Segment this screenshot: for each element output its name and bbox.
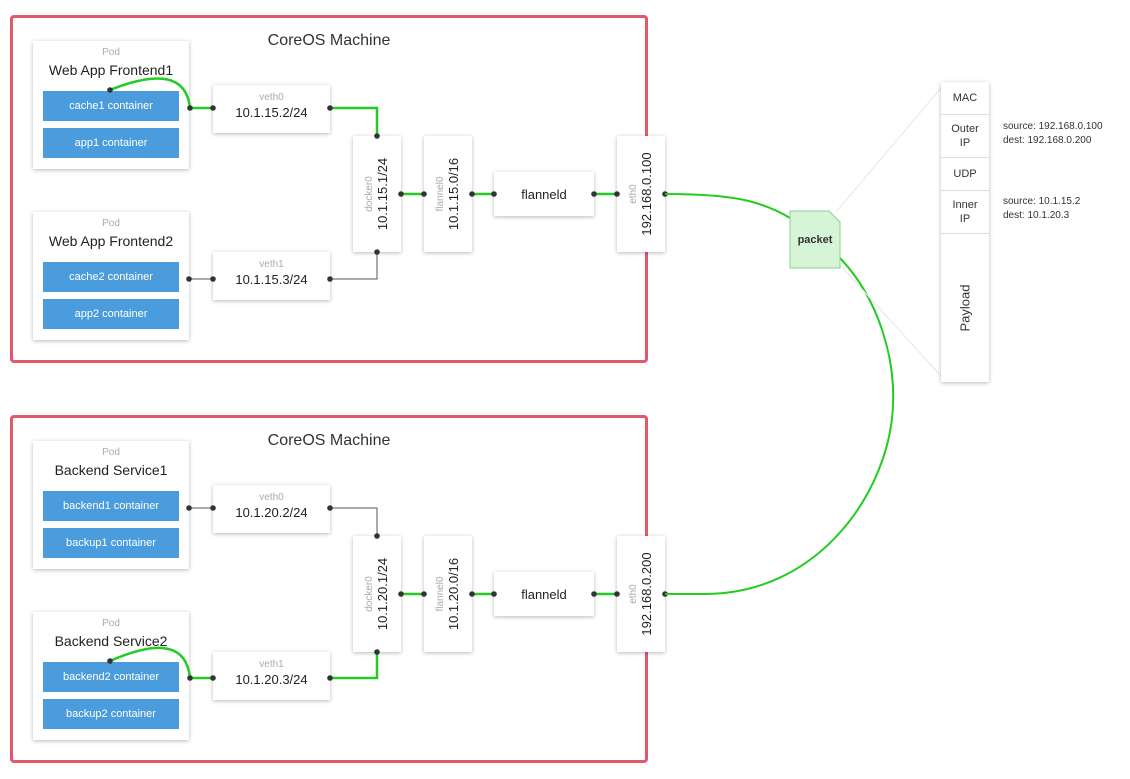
pod-web-app-frontend1[interactable]: Pod Web App Frontend1 cache1 container a… xyxy=(33,41,189,169)
pod-label: Pod xyxy=(102,618,120,629)
outer-dest: dest: 192.168.0.200 xyxy=(1003,135,1092,146)
veth-name: veth1 xyxy=(259,259,284,270)
flanneld-daemon[interactable]: flanneld xyxy=(494,572,594,616)
veth0-interface[interactable]: veth0 10.1.15.2/24 xyxy=(213,85,330,133)
header-payload: Payload xyxy=(957,284,973,332)
container-cache2[interactable]: cache2 container xyxy=(43,262,179,292)
pod-name: Web App Frontend1 xyxy=(48,62,174,78)
flanneld-label: flanneld xyxy=(521,186,567,202)
inner-source: source: 10.1.15.2 xyxy=(1003,196,1081,207)
veth-ip: 10.1.20.2/24 xyxy=(235,505,308,520)
packet-label: packet xyxy=(797,233,833,246)
container-app1[interactable]: app1 container xyxy=(43,128,179,158)
veth1-interface[interactable]: veth1 10.1.20.3/24 xyxy=(213,652,330,700)
header-mac: MAC xyxy=(941,82,989,115)
machine-title: CoreOS Machine xyxy=(267,432,391,449)
pod-label: Pod xyxy=(102,218,120,229)
pod-name: Backend Service1 xyxy=(54,462,168,478)
container-backup1[interactable]: backup1 container xyxy=(43,528,179,558)
veth-ip: 10.1.15.2/24 xyxy=(235,105,308,120)
container-backend2[interactable]: backend2 container xyxy=(43,662,179,692)
packet-icon xyxy=(789,210,841,269)
veth0-interface[interactable]: veth0 10.1.20.2/24 xyxy=(213,485,330,533)
veth-name: veth0 xyxy=(259,492,284,503)
container-backend1[interactable]: backend1 container xyxy=(43,491,179,521)
container-backup2[interactable]: backup2 container xyxy=(43,699,179,729)
veth1-interface[interactable]: veth1 10.1.15.3/24 xyxy=(213,252,330,300)
veth-name: veth0 xyxy=(259,92,284,103)
flanneld-daemon[interactable]: flanneld xyxy=(494,172,594,216)
container-app2[interactable]: app2 container xyxy=(43,299,179,329)
flanneld-label: flanneld xyxy=(521,586,567,602)
machine-title: CoreOS Machine xyxy=(267,32,391,49)
veth-ip: 10.1.20.3/24 xyxy=(235,672,308,687)
inner-ip-annotation: source: 10.1.15.2 dest: 10.1.20.3 xyxy=(1003,195,1080,223)
machine2-links xyxy=(107,505,668,681)
machine1-links xyxy=(107,77,668,282)
pod-backend-service1[interactable]: Pod Backend Service1 backend1 container … xyxy=(33,441,189,569)
outer-source: source: 192.168.0.100 xyxy=(1003,121,1103,132)
veth-ip: 10.1.15.3/24 xyxy=(235,272,308,287)
inner-dest: dest: 10.1.20.3 xyxy=(1003,210,1070,221)
outer-ip-annotation: source: 192.168.0.100 dest: 192.168.0.20… xyxy=(1003,120,1103,148)
veth-name: veth1 xyxy=(259,659,284,670)
pod-name: Backend Service2 xyxy=(54,633,168,649)
pod-label: Pod xyxy=(102,447,120,458)
container-cache1[interactable]: cache1 container xyxy=(43,91,179,121)
pod-backend-service2[interactable]: Pod Backend Service2 backend2 container … xyxy=(33,612,189,740)
pod-web-app-frontend2[interactable]: Pod Web App Frontend2 cache2 container a… xyxy=(33,212,189,340)
overlay-path xyxy=(664,193,791,219)
pod-label: Pod xyxy=(102,47,120,58)
pod-name: Web App Frontend2 xyxy=(48,233,174,249)
header-udp: UDP xyxy=(941,158,989,191)
